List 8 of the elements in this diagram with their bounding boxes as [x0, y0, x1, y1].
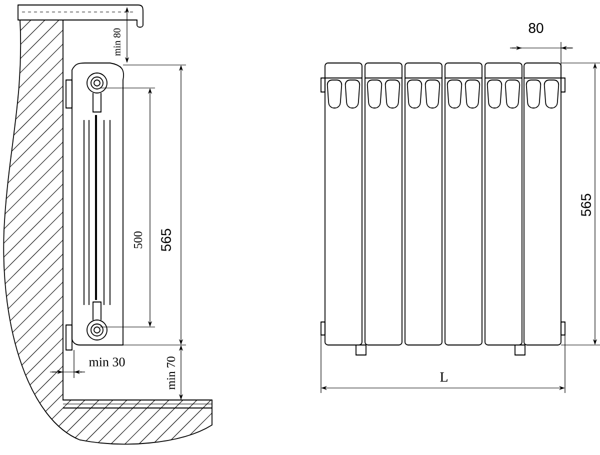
dimension-label: L	[440, 372, 448, 382]
dimension-label: 500	[134, 231, 142, 248]
dimension-label: 80	[528, 23, 544, 33]
dimension-label: min 30	[89, 358, 125, 366]
dimension-label: min 80	[114, 28, 120, 56]
dimension-label: min 70	[166, 356, 176, 390]
dimension-label: 565	[581, 194, 591, 216]
dimension-label: 565	[161, 228, 171, 252]
